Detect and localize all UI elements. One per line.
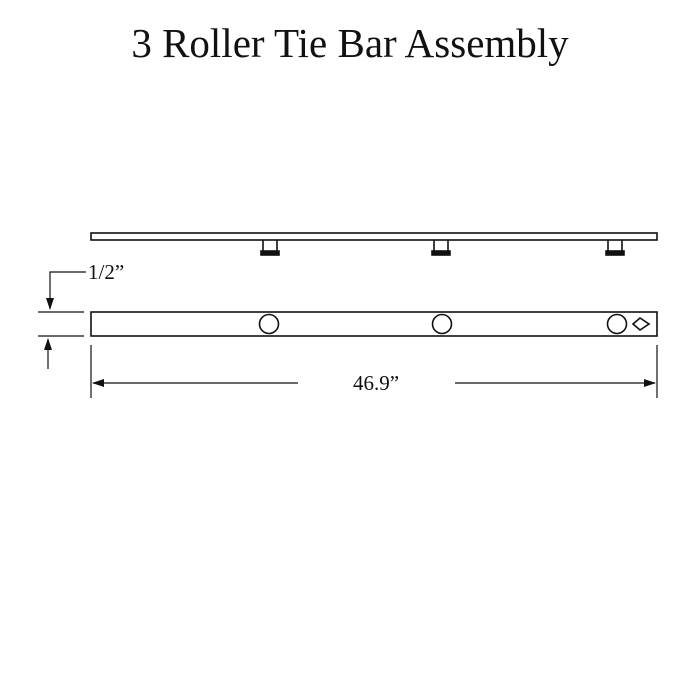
thickness-label: 1/2” xyxy=(88,260,124,284)
roller-hole-3 xyxy=(606,313,628,335)
length-label: 46.9” xyxy=(353,371,399,395)
thickness-dimension xyxy=(38,271,86,369)
diamond-hole xyxy=(631,316,651,332)
roller-1 xyxy=(260,240,280,256)
roller-hole-2 xyxy=(431,313,453,335)
drawing-title: 3 Roller Tie Bar Assembly xyxy=(131,20,569,66)
length-dimension xyxy=(90,345,658,398)
roller-3 xyxy=(605,240,625,256)
tie-bar-side-view xyxy=(90,232,658,241)
roller-2 xyxy=(431,240,451,256)
roller-hole-1 xyxy=(258,313,280,335)
tie-bar-top-view xyxy=(90,311,658,337)
